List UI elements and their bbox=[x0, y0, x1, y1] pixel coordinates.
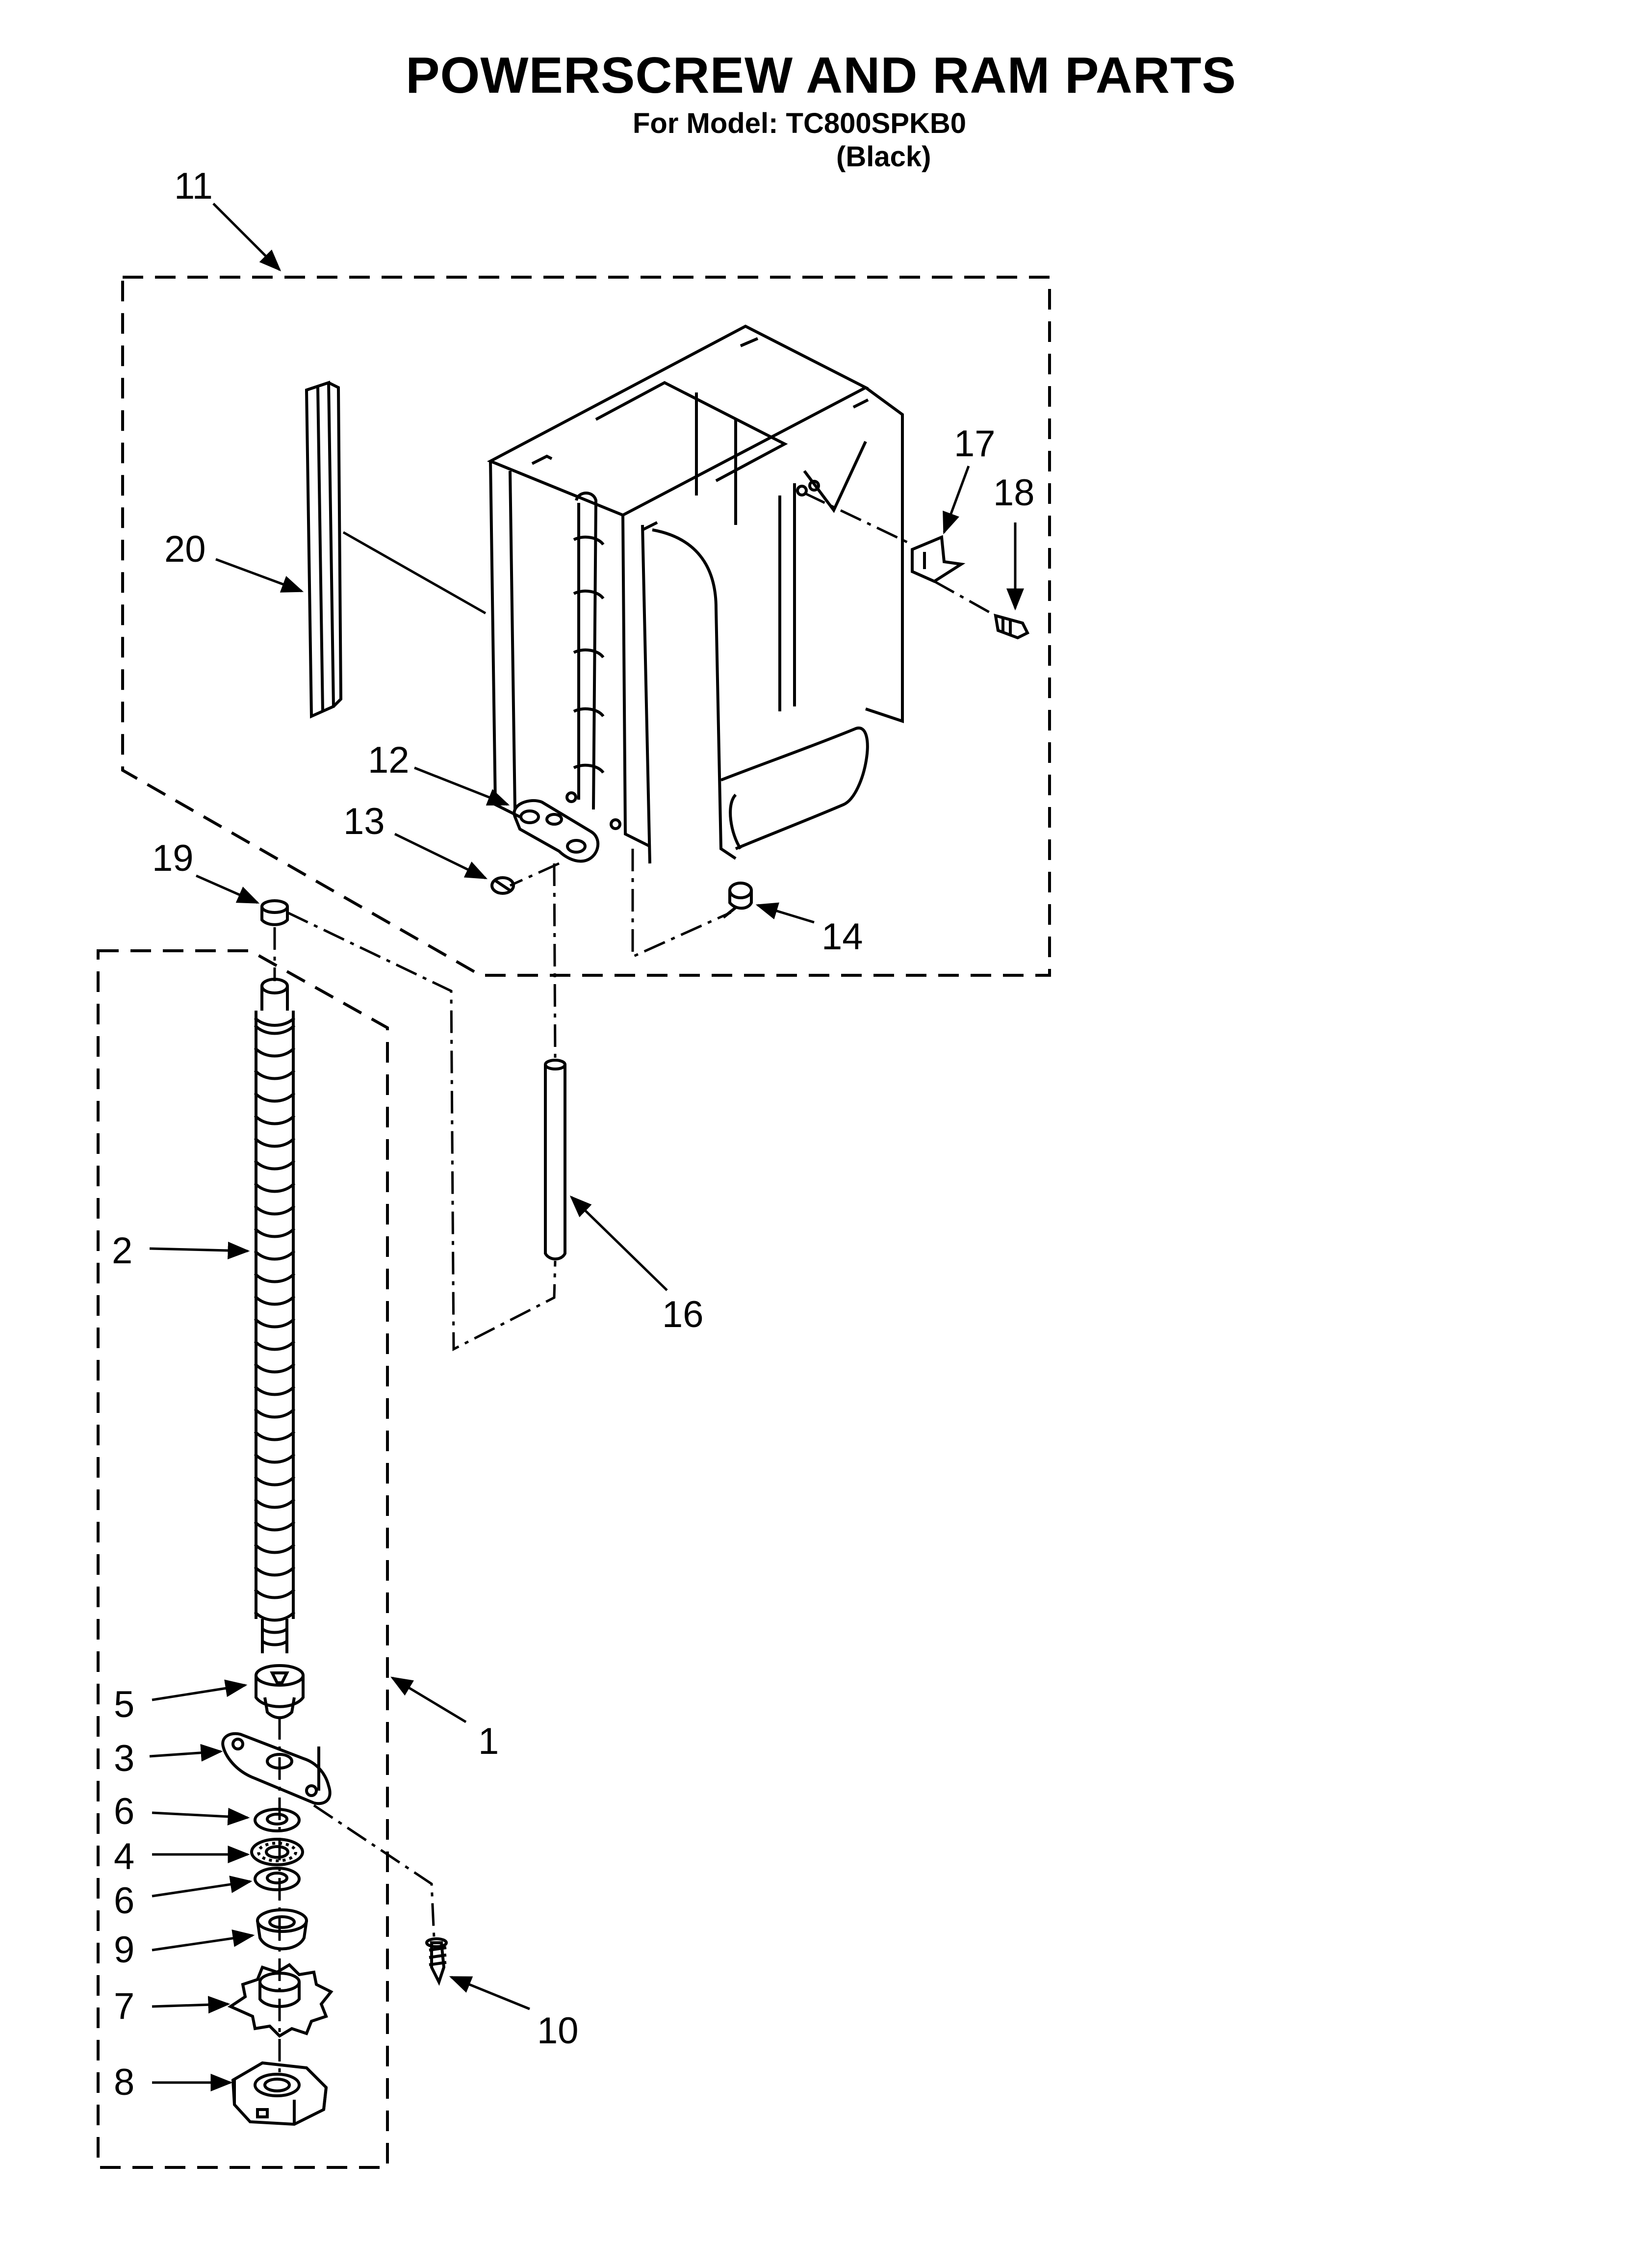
part-13-retaining-ring bbox=[490, 876, 515, 895]
callout-8: 8 bbox=[114, 2061, 134, 2103]
screw-thread-ridge bbox=[254, 1362, 296, 1374]
callout-9: 9 bbox=[114, 1929, 134, 1971]
screw-thread-ridge bbox=[254, 1475, 296, 1486]
callout-13: 13 bbox=[343, 801, 385, 842]
callout-11: 11 bbox=[174, 165, 213, 207]
part-16-pin bbox=[544, 1059, 566, 1261]
callout-14: 14 bbox=[821, 916, 863, 958]
screw-thread-ridge bbox=[254, 1295, 296, 1306]
powerscrew-assembly-boundary bbox=[97, 949, 389, 2169]
part-2-powerscrew bbox=[254, 978, 296, 1653]
screw-thread-ridge bbox=[254, 1182, 296, 1193]
callout-2: 2 bbox=[112, 1230, 132, 1272]
screw-thread-ridge bbox=[254, 1430, 296, 1441]
screw-thread-ridge bbox=[254, 1227, 296, 1238]
callout-16: 16 bbox=[662, 1294, 704, 1335]
diagram-title: POWERSCREW AND RAM PARTS bbox=[406, 47, 1236, 104]
screw-thread-ridge bbox=[254, 1408, 296, 1419]
part-14-shoulder-screw bbox=[722, 882, 753, 919]
screw-thread-ridge bbox=[254, 1272, 296, 1283]
callout-5: 5 bbox=[114, 1684, 134, 1725]
callout-leaders bbox=[149, 203, 1024, 2091]
screw-thread-ridge bbox=[254, 1453, 296, 1464]
part-18-screw bbox=[994, 613, 1030, 640]
part-10-screw bbox=[425, 1937, 448, 1986]
callout-12: 12 bbox=[368, 739, 410, 781]
screw-thread-ridge bbox=[254, 1340, 296, 1351]
screw-thread-ridge bbox=[254, 1204, 296, 1216]
callout-3: 3 bbox=[114, 1738, 134, 1779]
callout-20: 20 bbox=[164, 528, 206, 570]
callout-19: 19 bbox=[152, 837, 194, 879]
callout-1: 1 bbox=[478, 1721, 499, 1762]
screw-thread-ridge bbox=[254, 1092, 296, 1103]
screw-thread-ridge bbox=[254, 1565, 296, 1577]
screw-thread-ridge bbox=[254, 1024, 296, 1035]
callout-17: 17 bbox=[954, 423, 996, 465]
part-4-bearing bbox=[250, 1838, 304, 1866]
model-number: For Model: TC800SPKB0 bbox=[633, 107, 966, 139]
callout-7: 7 bbox=[114, 1985, 134, 2027]
part-5-bushing bbox=[255, 1664, 305, 1720]
callout-labels: 11 20 17 18 12 13 19 14 16 2 5 1 3 6 4 6… bbox=[112, 165, 1035, 2103]
part-17-bracket bbox=[911, 535, 966, 583]
part-12-hinge-link bbox=[513, 799, 600, 863]
ram-assembly-boundary bbox=[121, 276, 1051, 977]
ram-box bbox=[487, 324, 904, 864]
callout-10: 10 bbox=[537, 2010, 579, 2052]
screw-thread-ridge bbox=[254, 1159, 296, 1171]
part-6-washer-lower bbox=[254, 1867, 301, 1891]
screw-thread-ridge bbox=[254, 1046, 296, 1058]
alignment-lines bbox=[273, 492, 997, 2075]
screw-thread-ridge bbox=[254, 1137, 296, 1148]
screw-thread-ridge bbox=[254, 1611, 296, 1622]
part-8-hex-nut bbox=[231, 2061, 328, 2126]
screw-thread-ridge bbox=[254, 1588, 296, 1599]
screw-thread-ridge bbox=[254, 1498, 296, 1509]
callout-18: 18 bbox=[993, 472, 1035, 514]
part-19-cap bbox=[260, 899, 289, 926]
screw-thread-ridge bbox=[254, 1385, 296, 1396]
screw-thread-ridge bbox=[254, 1069, 296, 1080]
screw-thread-ridge bbox=[254, 1114, 296, 1125]
callout-6-upper: 6 bbox=[114, 1791, 134, 1832]
callout-6-lower: 6 bbox=[114, 1880, 134, 1922]
screw-thread-ridge bbox=[254, 1520, 296, 1532]
model-color: (Black) bbox=[836, 141, 931, 173]
part-6-washer-upper bbox=[254, 1808, 301, 1832]
screw-thread-ridge bbox=[254, 1250, 296, 1261]
screw-thread-ridge bbox=[254, 1543, 296, 1554]
part-9-cup bbox=[256, 1908, 308, 1951]
callout-4: 4 bbox=[114, 1836, 134, 1877]
screw-thread-ridge bbox=[254, 1317, 296, 1329]
part-20-channel-strip bbox=[305, 380, 343, 719]
part-3-mounting-plate bbox=[221, 1732, 332, 1805]
